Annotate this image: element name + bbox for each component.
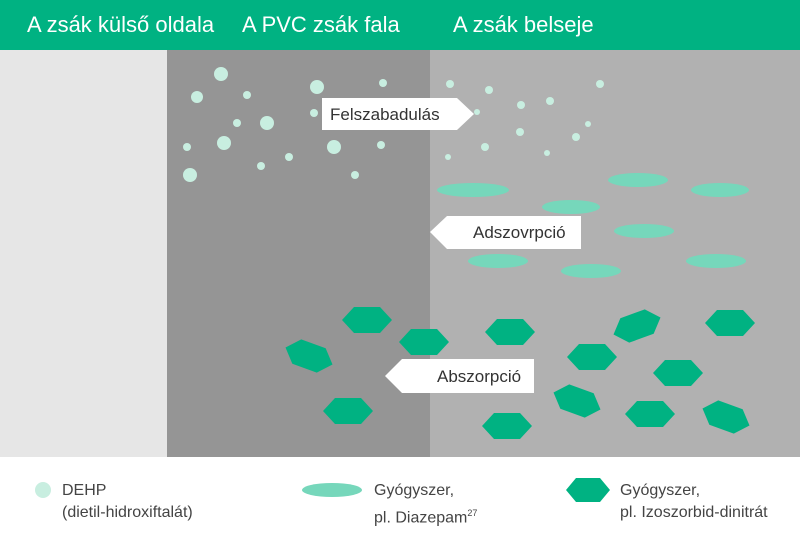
dehp-molecule	[596, 80, 604, 88]
dehp-molecule	[481, 143, 489, 151]
isosorbide-molecule	[567, 344, 617, 370]
legend-dehp-title: DEHP	[62, 482, 107, 499]
outside-region	[0, 50, 167, 457]
dehp-molecule	[310, 109, 318, 117]
release-arrow	[322, 98, 474, 130]
adsorption-label: Adszovrpció	[473, 223, 566, 242]
legend-dehp: DEHP (dietil-hidroxiftalát)	[62, 480, 193, 524]
isosorbide-molecule	[653, 360, 703, 386]
dehp-molecule	[485, 86, 493, 94]
legend-drug1-title: Gyógyszer,	[374, 482, 455, 499]
adsorption-arrow	[430, 216, 581, 249]
dehp-molecule	[572, 133, 580, 141]
diazepam-molecule	[614, 224, 674, 238]
dehp-molecule	[379, 79, 387, 87]
isosorbide-molecule	[702, 400, 750, 434]
dehp-molecule	[546, 97, 554, 105]
diazepam-molecule	[542, 200, 600, 214]
legend-drug2-sub: pl. Izoszorbid-dinitrát	[620, 504, 768, 521]
dehp-molecule	[446, 80, 454, 88]
diazepam-molecule	[468, 254, 528, 268]
dehp-molecule	[327, 140, 341, 154]
header-inside: A zsák belseje	[453, 12, 594, 37]
legend-drug1-ref: 27	[467, 508, 478, 518]
dehp-molecule	[310, 80, 324, 94]
diazepam-molecule	[691, 183, 749, 197]
legend-drug2: Gyógyszer, pl. Izoszorbid-dinitrát	[620, 480, 768, 524]
legend-drug1: Gyógyszer, pl. Diazepam27	[374, 480, 477, 529]
isosorbide-molecule	[482, 413, 532, 439]
legend-drug1-sub: pl. Diazepam	[374, 509, 468, 527]
isosorbide-molecule	[613, 309, 661, 343]
dehp-molecule	[260, 116, 274, 130]
dehp-molecule	[377, 141, 385, 149]
dehp-molecule	[516, 128, 524, 136]
isosorbide-molecule	[625, 401, 675, 427]
isosorbide-molecule	[399, 329, 449, 355]
dehp-molecule	[585, 121, 591, 127]
diazepam-molecule	[561, 264, 621, 278]
dehp-molecule	[285, 153, 293, 161]
dehp-molecule	[544, 150, 550, 156]
absorption-label: Abszorpció	[437, 367, 522, 386]
isosorbide-molecule	[285, 339, 333, 373]
isosorbide-molecule	[342, 307, 392, 333]
dehp-molecule	[445, 154, 451, 160]
dehp-legend-icon	[35, 482, 51, 498]
isosorbide-molecule	[323, 398, 373, 424]
dehp-molecule	[183, 168, 197, 182]
absorption-arrow	[385, 359, 534, 393]
dehp-molecule	[243, 91, 251, 99]
header-outside: A zsák külső oldala	[27, 12, 215, 37]
dehp-molecule	[351, 171, 359, 179]
header-bar: A zsák külső oldala A PVC zsák fala A zs…	[0, 0, 800, 50]
isosorbide-molecule	[485, 319, 535, 345]
legend-dehp-sub: (dietil-hidroxiftalát)	[62, 504, 193, 521]
release-label: Felszabadulás	[330, 105, 440, 124]
dehp-molecule	[474, 109, 480, 115]
isosorbide-molecule	[553, 384, 601, 418]
dehp-molecule	[183, 143, 191, 151]
dehp-molecule	[214, 67, 228, 81]
dehp-molecule	[517, 101, 525, 109]
dehp-molecule	[191, 91, 203, 103]
dehp-molecule	[233, 119, 241, 127]
isosorbide-molecule	[705, 310, 755, 336]
header-wall: A PVC zsák fala	[242, 12, 400, 37]
drug1-legend-icon	[302, 483, 362, 497]
dehp-molecule	[217, 136, 231, 150]
diazepam-molecule	[437, 183, 509, 197]
drug2-legend-icon	[566, 478, 610, 502]
diazepam-molecule	[608, 173, 668, 187]
legend-drug2-title: Gyógyszer,	[620, 482, 701, 499]
diazepam-molecule	[686, 254, 746, 268]
dehp-molecule	[257, 162, 265, 170]
